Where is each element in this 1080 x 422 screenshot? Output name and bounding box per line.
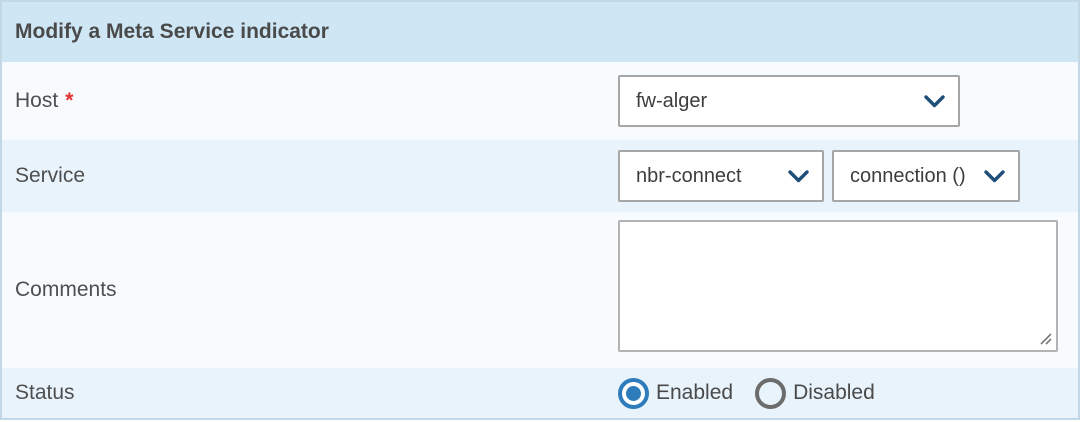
comments-label: Comments	[15, 278, 117, 301]
metric-select-value: connection ()	[850, 164, 966, 187]
comments-input-cell	[618, 212, 1078, 368]
comments-row: Comments	[2, 212, 1078, 368]
service-label: Service	[15, 164, 86, 187]
status-label-cell: Status	[2, 368, 618, 418]
host-label-cell: Host *	[2, 62, 618, 140]
radio-dot	[626, 385, 641, 401]
host-select-value: fw-alger	[636, 89, 708, 112]
service-select[interactable]: nbr-connect	[618, 150, 824, 202]
host-label: Host	[15, 89, 59, 112]
service-row: Service nbr-connect connection ()	[2, 140, 1078, 212]
chevron-down-icon	[788, 169, 809, 183]
comments-textarea[interactable]	[618, 220, 1058, 352]
host-row: Host * fw-alger	[2, 62, 1078, 140]
service-select-value: nbr-connect	[636, 164, 742, 187]
status-disabled-label: Disabled	[793, 381, 875, 404]
host-select[interactable]: fw-alger	[618, 75, 960, 127]
service-input-cell: nbr-connect connection ()	[618, 140, 1078, 212]
host-input-cell: fw-alger	[618, 62, 1078, 140]
status-input-cell: Enabled Disabled	[618, 368, 1078, 418]
service-label-cell: Service	[2, 140, 618, 212]
required-asterisk: *	[65, 89, 74, 112]
metric-select[interactable]: connection ()	[832, 150, 1020, 202]
status-row: Status Enabled Disabled	[2, 368, 1078, 418]
chevron-down-icon	[984, 169, 1005, 183]
status-enabled-label: Enabled	[656, 381, 734, 404]
status-radio-group: Enabled Disabled	[618, 377, 875, 409]
status-label: Status	[15, 381, 75, 404]
status-disabled-radio[interactable]	[755, 377, 787, 409]
status-enabled-radio[interactable]	[618, 377, 649, 409]
form-title: Modify a Meta Service indicator	[2, 2, 1078, 62]
chevron-down-icon	[924, 94, 945, 108]
comments-label-cell: Comments	[2, 212, 618, 368]
